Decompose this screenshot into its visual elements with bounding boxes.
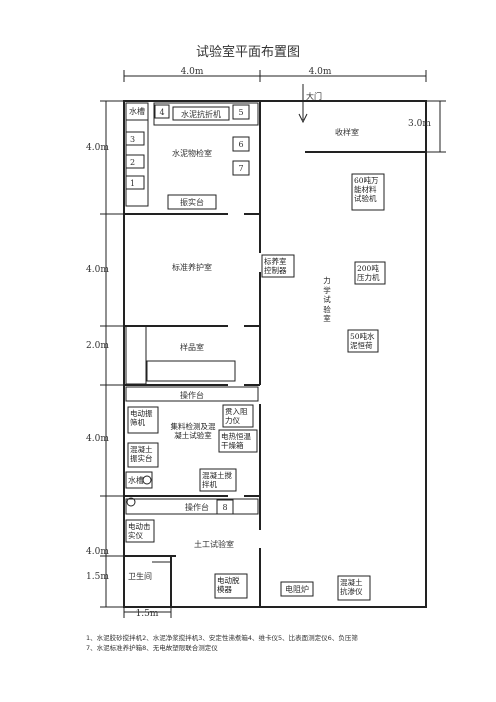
sink-1: 水槽 — [129, 106, 145, 116]
penetrometer: 贯入阻力仪 — [225, 407, 248, 425]
flexure-machine: 水泥抗折机 — [181, 109, 221, 119]
room-sample: 样品室 — [180, 342, 204, 352]
room-soil: 土工试验室 — [194, 539, 234, 549]
sink-2-drain-icon — [142, 475, 152, 485]
dim-left-3: 2.0m — [86, 341, 109, 351]
gate-label: 大门 — [306, 91, 322, 101]
dim-left-1: 4.0m — [86, 143, 109, 153]
legend-line-2: 7、水泥标准养护箱8、无电故塑限联合测定仪 — [86, 644, 218, 652]
number-1: 1 — [130, 179, 135, 188]
room-aggregate: 集料检测及混凝土试验室 — [170, 422, 216, 440]
legend-line-1: 1、水泥胶砂搅拌机2、水泥净浆搅拌机3、安定性沸煮箱4、维卡仪5、比表面测定仪6… — [86, 634, 358, 642]
universal-tester: 60吨万能材料试验机 — [354, 176, 379, 203]
legend: 1、水泥胶砂搅拌机2、水泥净浆搅拌机3、安定性沸煮箱4、维卡仪5、比表面测定仪6… — [86, 633, 486, 653]
number-3: 3 — [130, 135, 135, 144]
room-toilet: 卫生间 — [128, 571, 152, 581]
number-8: 8 — [222, 503, 227, 512]
room-cement: 水泥物检室 — [172, 148, 212, 158]
dim-left-4: 4.0m — [86, 434, 109, 444]
outer-wall — [123, 100, 427, 608]
dim-bottom: 1.5m — [136, 609, 159, 619]
dim-right-top: 3.0m — [408, 119, 431, 129]
console-2: 操作台 — [185, 502, 209, 512]
electric-screen: 电动振筛机 — [130, 409, 153, 427]
concrete-mixer: 混凝土搅拌机 — [202, 471, 232, 489]
dim-top-left: 4.0m — [181, 67, 204, 77]
page-title: 试验室平面布置图 — [196, 44, 300, 60]
impermeability-tester: 混凝土抗渗仪 — [340, 578, 363, 596]
dim-left-2: 4.0m — [86, 265, 109, 275]
console-1: 操作台 — [180, 390, 204, 400]
number-2: 2 — [130, 158, 135, 167]
curing-controller: 标养室控制器 — [264, 257, 287, 275]
number-5: 5 — [238, 108, 243, 117]
sink-3-drain-icon — [126, 497, 136, 507]
gate-arrow-head-icon — [298, 113, 308, 124]
electric-demolder: 电动脱模器 — [217, 576, 240, 594]
room-curing: 标准养护室 — [172, 262, 212, 272]
room-receive: 收样室 — [335, 127, 359, 137]
cement-bending-50t: 50吨水泥恒荷 — [350, 332, 375, 350]
number-7: 7 — [238, 164, 243, 173]
drying-oven: 电热恒温干燥箱 — [221, 432, 251, 450]
dim-left-6: 1.5m — [86, 572, 109, 582]
dim-top-right: 4.0m — [309, 67, 332, 77]
number-6: 6 — [238, 140, 243, 149]
sink-2: 水槽 — [128, 475, 144, 485]
concrete-vibrator: 混凝土振实台 — [130, 445, 153, 463]
room-mechanics: 力学试验室 — [323, 276, 331, 323]
dim-left-5: 4.0m — [86, 547, 109, 557]
press-200t: 200吨压力机 — [357, 264, 380, 282]
electric-furnace: 电阻炉 — [285, 584, 309, 594]
electric-compactor: 电动击实仪 — [128, 522, 151, 540]
shaker-table: 振实台 — [180, 197, 204, 207]
number-4: 4 — [159, 108, 164, 117]
